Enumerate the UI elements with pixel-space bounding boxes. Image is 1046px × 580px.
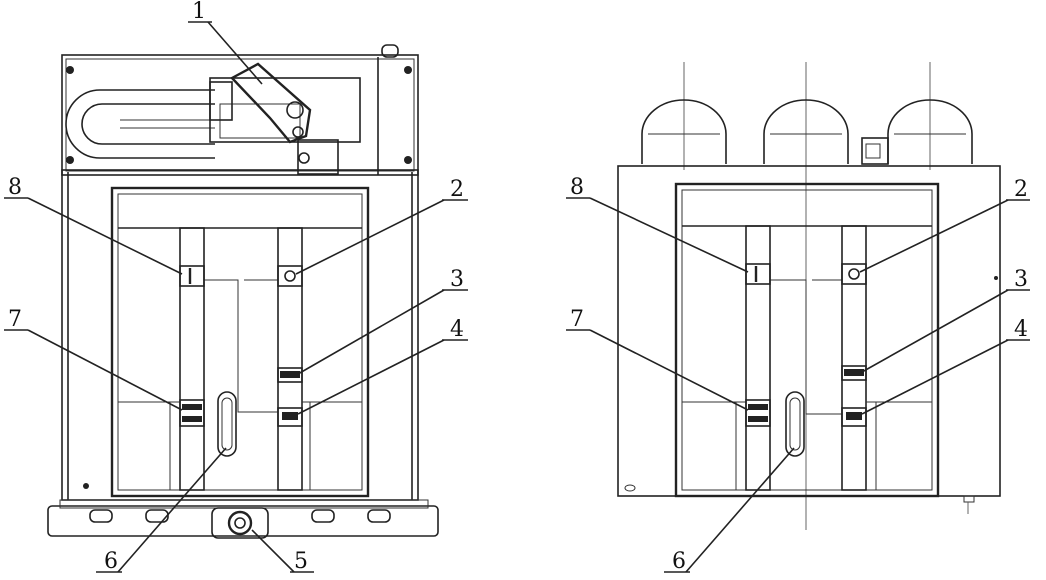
left-view: 1 2 3 4 5 6 7 8 [4,0,468,574]
label-7-right: 7 [570,307,584,332]
label-7: 7 [8,307,22,332]
right-view: 2 3 4 6 7 8 [566,62,1030,574]
label-4: 4 [450,317,464,342]
label-6-right: 6 [672,549,686,574]
label-3-right: 3 [1014,267,1028,292]
label-1: 1 [192,0,206,24]
label-3: 3 [450,267,464,292]
label-8: 8 [8,175,22,200]
label-2: 2 [450,177,464,202]
label-4-right: 4 [1014,317,1028,342]
label-2-right: 2 [1014,177,1028,202]
label-8-right: 8 [570,175,584,200]
label-6: 6 [104,549,118,574]
label-5: 5 [294,549,308,574]
